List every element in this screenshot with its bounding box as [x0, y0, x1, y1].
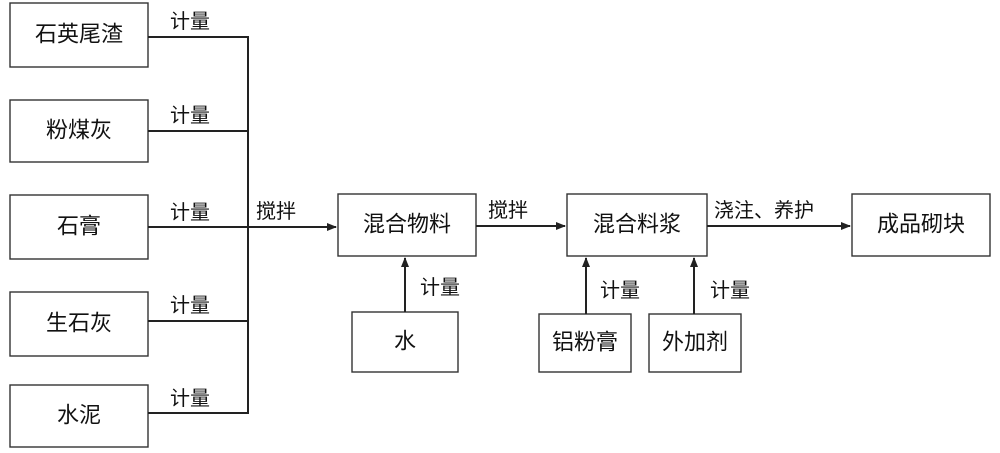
- node-quicklime: 生石灰: [9, 291, 149, 357]
- node-finished-block-label: 成品砌块: [877, 213, 965, 238]
- node-admixture-label: 外加剂: [662, 331, 728, 356]
- metering-label-quicklime: 计量: [170, 293, 210, 317]
- node-mixed-slurry-label: 混合料浆: [593, 213, 681, 238]
- node-aluminum-paste-label: 铝粉膏: [552, 331, 618, 356]
- metering-label-aluminum-paste: 计量: [600, 278, 640, 302]
- metering-label-water: 计量: [420, 275, 460, 299]
- metering-label-quartz: 计量: [170, 9, 210, 33]
- node-finished-block: 成品砌块: [851, 193, 991, 257]
- node-cement-label: 水泥: [57, 404, 101, 429]
- node-quartz-tailings: 石英尾渣: [9, 2, 149, 68]
- metering-label-cement: 计量: [170, 386, 210, 410]
- metering-label-flyash: 计量: [170, 103, 210, 127]
- node-gypsum-label: 石膏: [57, 215, 101, 240]
- node-quartz-tailings-label: 石英尾渣: [35, 23, 123, 48]
- node-cement: 水泥: [9, 384, 149, 448]
- node-water: 水: [351, 311, 459, 373]
- metering-label-admixture: 计量: [710, 278, 750, 302]
- node-fly-ash: 粉煤灰: [9, 99, 149, 163]
- node-mixed-material: 混合物料: [337, 193, 477, 257]
- node-water-label: 水: [394, 330, 416, 355]
- pouring-curing-label: 浇注、养护: [714, 198, 814, 222]
- stirring-label-1: 搅拌: [256, 199, 296, 223]
- metering-label-gypsum: 计量: [170, 200, 210, 224]
- node-mixed-material-label: 混合物料: [363, 213, 451, 238]
- node-quicklime-label: 生石灰: [46, 312, 112, 337]
- node-aluminum-paste: 铝粉膏: [538, 313, 632, 373]
- stirring-label-2: 搅拌: [488, 198, 528, 222]
- node-mixed-slurry: 混合料浆: [566, 193, 708, 257]
- node-fly-ash-label: 粉煤灰: [46, 119, 112, 144]
- node-gypsum: 石膏: [9, 194, 149, 260]
- node-admixture: 外加剂: [648, 313, 742, 373]
